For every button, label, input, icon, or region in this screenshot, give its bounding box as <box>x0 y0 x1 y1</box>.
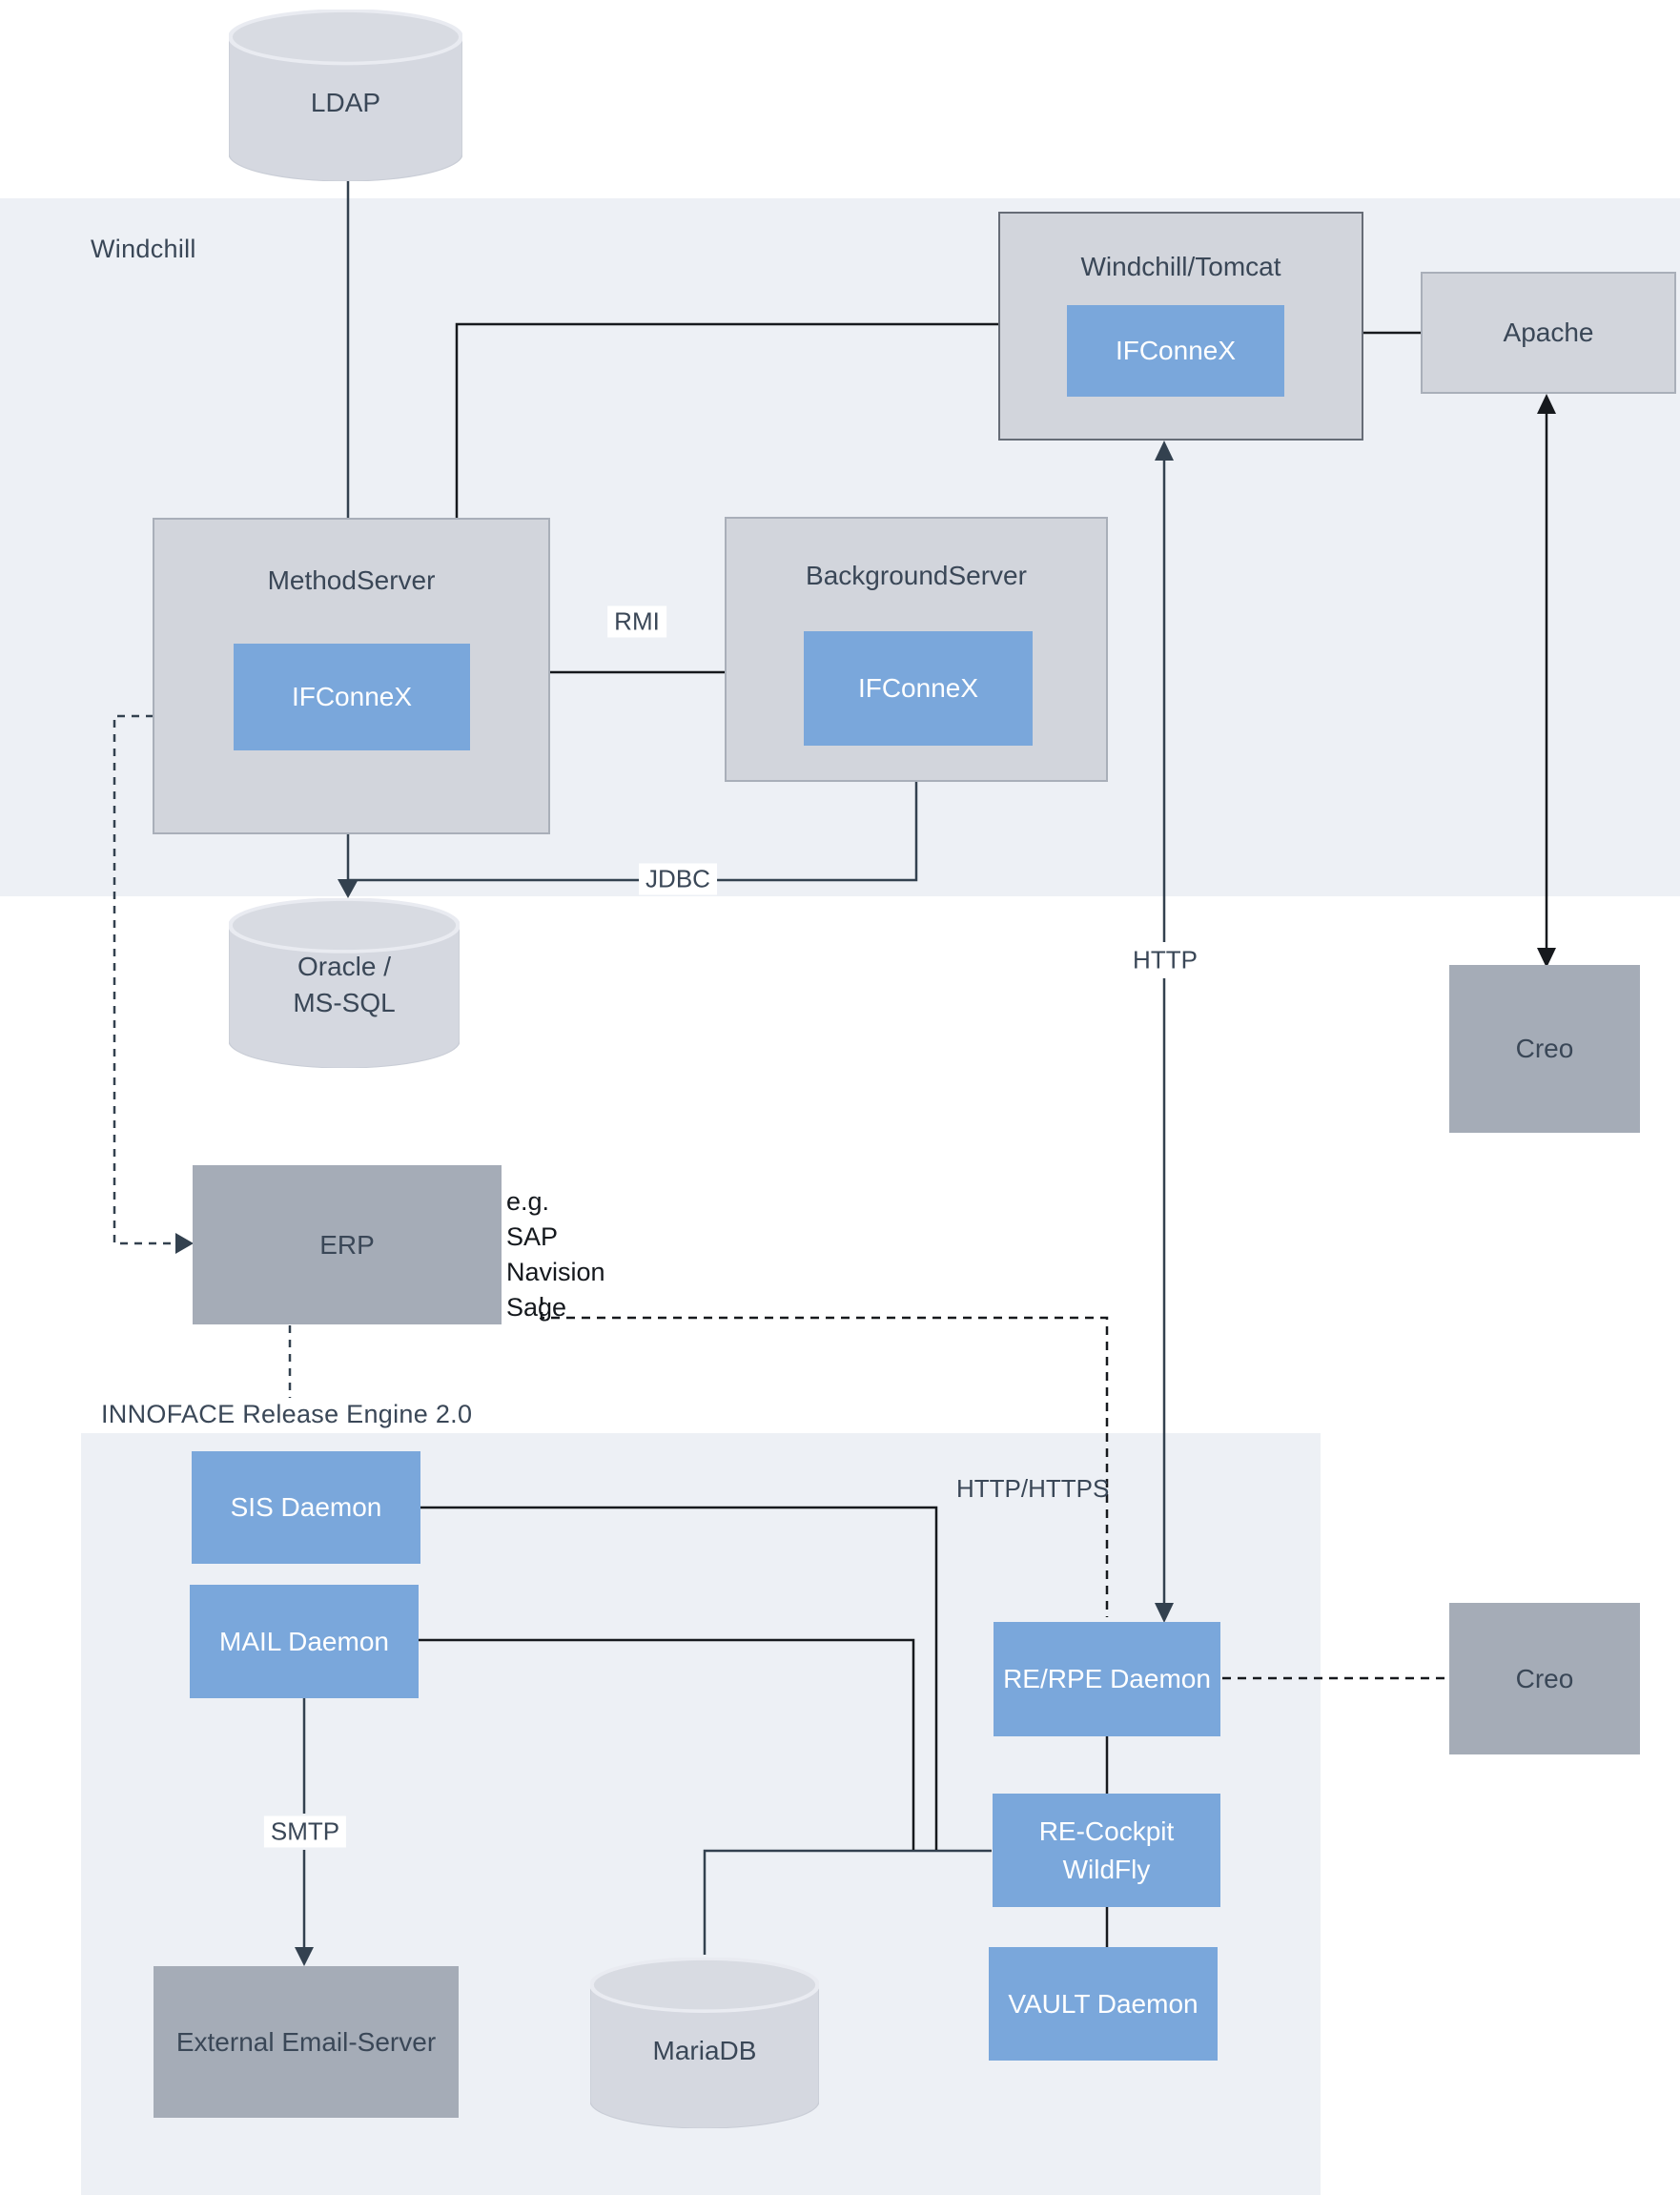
background-server-node: BackgroundServer IFConneX <box>725 517 1108 782</box>
creo-bottom-node: Creo <box>1449 1603 1640 1754</box>
database-cylinder-icon <box>229 10 462 181</box>
ifconnex-node: IFConneX <box>804 631 1033 746</box>
http-https-edge-label: HTTP/HTTPS <box>956 1474 1110 1503</box>
node-label: IFConneX <box>1115 336 1237 365</box>
node-label: RE-Cockpit WildFly <box>1039 1813 1175 1889</box>
node-label: MariaDB <box>652 2035 757 2065</box>
re-rpe-daemon-node: RE/RPE Daemon <box>994 1622 1220 1736</box>
jdbc-edge-label: JDBC <box>639 863 717 895</box>
node-label: Oracle / MS-SQL <box>229 949 460 1021</box>
method-server-node: MethodServer IFConneX <box>153 518 550 834</box>
ifconnex-node: IFConneX <box>1067 305 1284 397</box>
node-label: MAIL Daemon <box>219 1626 389 1656</box>
node-label: Creo <box>1515 1663 1574 1693</box>
node-label: LDAP <box>310 88 381 118</box>
vault-daemon-node: VAULT Daemon <box>989 1947 1218 2061</box>
node-title: Windchill/Tomcat <box>1080 252 1281 281</box>
note-line: Sage <box>506 1293 567 1322</box>
note-line: SAP <box>506 1222 559 1251</box>
node-label: RE/RPE Daemon <box>1003 1664 1211 1693</box>
oracle-mssql-node: Oracle / MS-SQL <box>229 898 460 1068</box>
erp-examples-note: e.g. SAP Navision Sage <box>506 1184 605 1325</box>
re-cockpit-wildfly-node: RE-Cockpit WildFly <box>993 1794 1220 1907</box>
node-label: IFConneX <box>857 673 979 703</box>
creo-top-node: Creo <box>1449 965 1640 1133</box>
node-title: BackgroundServer <box>806 561 1027 590</box>
node-label: External Email-Server <box>175 2026 437 2057</box>
mail-daemon-node: MAIL Daemon <box>190 1585 419 1698</box>
node-label: SIS Daemon <box>230 1492 382 1522</box>
ldap-node: LDAP <box>229 10 462 181</box>
node-label: Creo <box>1515 1034 1574 1063</box>
node-label: Apache <box>1503 318 1594 347</box>
innoface-region-label: INNOFACE Release Engine 2.0 <box>101 1400 473 1428</box>
node-label: IFConneX <box>291 682 413 711</box>
database-cylinder-icon <box>229 898 460 1068</box>
node-label: ERP <box>319 1229 375 1260</box>
mariadb-node: MariaDB <box>590 1958 819 2128</box>
http-edge-label: HTTP <box>1126 944 1204 976</box>
node-label: VAULT Daemon <box>1008 1988 1199 2019</box>
apache-node: Apache <box>1421 272 1676 394</box>
note-line: e.g. <box>506 1187 550 1216</box>
node-title: MethodServer <box>267 565 436 595</box>
node-label-line1: Oracle / <box>297 952 392 982</box>
database-cylinder-icon <box>590 1958 819 2128</box>
windchill-region-label: Windchill <box>91 235 196 263</box>
node-label-line2: WildFly <box>1062 1854 1151 1884</box>
windchill-tomcat-node: Windchill/Tomcat IFConneX <box>998 212 1363 441</box>
rmi-edge-label: RMI <box>607 605 666 638</box>
ifconnex-node: IFConneX <box>234 644 470 750</box>
node-label-line1: RE-Cockpit <box>1038 1815 1175 1846</box>
erp-node: ERP <box>193 1165 502 1324</box>
external-email-server-node: External Email-Server <box>154 1966 459 2118</box>
smtp-edge-label: SMTP <box>263 1815 347 1848</box>
arrow-into-erp <box>175 1233 194 1254</box>
sis-daemon-node: SIS Daemon <box>192 1451 420 1564</box>
node-label-line2: MS-SQL <box>293 988 396 1018</box>
note-line: Navision <box>506 1258 605 1286</box>
